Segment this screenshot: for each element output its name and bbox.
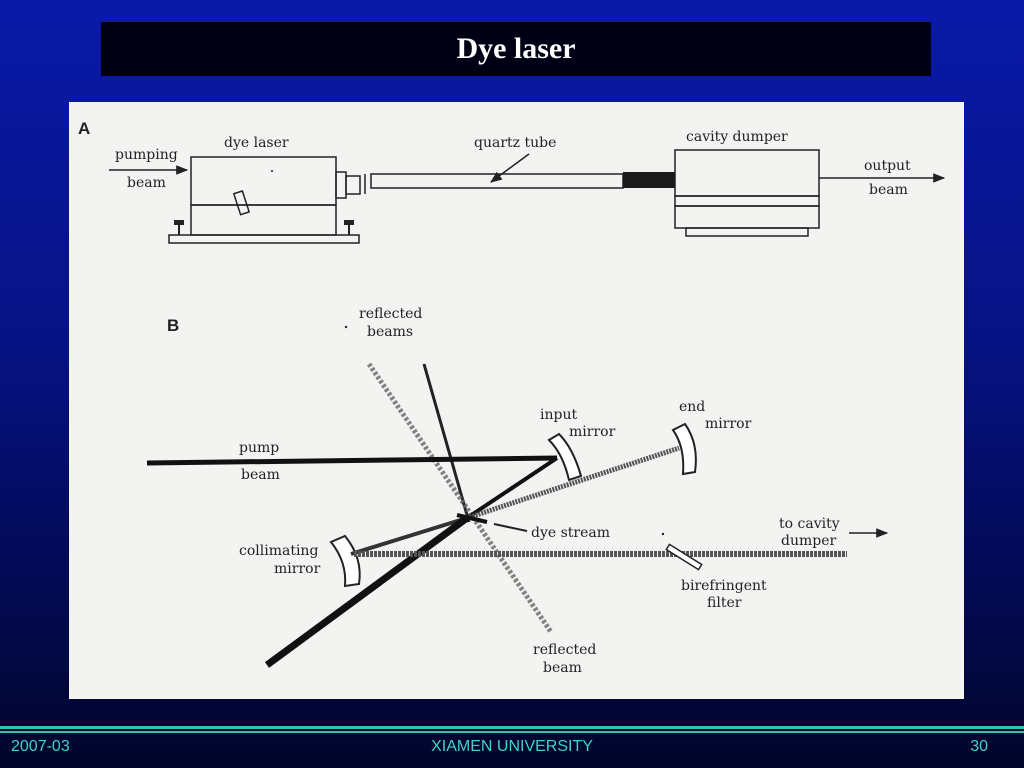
collimating-mirror-label-2: mirror <box>274 561 321 577</box>
input-mirror-label-2: mirror <box>569 424 616 440</box>
end-mirror <box>671 422 697 476</box>
pump-beam-label: beam <box>241 467 280 483</box>
birefringent-filter <box>665 543 703 571</box>
reflected-beam-label-1: reflected <box>533 642 596 658</box>
footer-divider-thin <box>0 731 1024 733</box>
collimating-mirror-label-1: collimating <box>239 543 318 559</box>
input-mirror <box>547 432 583 482</box>
pumping-label: pumping <box>115 147 178 163</box>
dye-laser-box <box>168 156 360 244</box>
quartz-tube-label: quartz tube <box>474 135 556 151</box>
quartz-tube-pointer <box>490 153 530 183</box>
output-label: output <box>864 158 911 174</box>
to-cavity-label-1: to cavity <box>779 516 840 532</box>
collimating-mirror <box>329 534 361 588</box>
end-mirror-label-2: mirror <box>705 416 752 432</box>
footer-date: 2007-03 <box>11 738 70 755</box>
dye-laser-label: dye laser <box>224 135 289 151</box>
end-mirror-beam <box>466 445 680 521</box>
pumping-beam-label: beam <box>127 175 166 191</box>
dye-laser-diagram: A pumping beam dye laser quartz tube <box>78 119 946 676</box>
quartz-tube <box>335 171 675 199</box>
reflected-beams-label-1: reflected <box>359 306 422 322</box>
reflected-beam-diffuse <box>366 362 554 634</box>
dye-stream-label: dye stream <box>531 525 610 541</box>
title-bar: Dye laser <box>101 22 931 76</box>
input-mirror-label-1: input <box>540 407 577 423</box>
cavity-dumper-label: cavity dumper <box>686 129 788 145</box>
panel-b-letter: B <box>167 316 179 335</box>
pump-label: pump <box>239 440 279 456</box>
output-beam-label: beam <box>869 182 908 198</box>
birefringent-label-1: birefringent <box>681 578 767 594</box>
reflected-beams-label-2: beams <box>367 324 413 340</box>
cavity-dumper-box <box>674 149 820 237</box>
slide-title: Dye laser <box>456 32 576 65</box>
reflected-beam-upper <box>422 363 471 523</box>
collimating-beam <box>350 516 468 556</box>
transmitted-pump-beam <box>264 515 470 668</box>
dye-stream-pointer <box>493 523 528 532</box>
focused-pump-beam <box>465 456 559 520</box>
reflected-beam-label-2: beam <box>543 660 582 676</box>
footer-divider <box>0 726 1024 729</box>
footer-institution: XIAMEN UNIVERSITY <box>431 738 593 755</box>
footer-page-number: 30 <box>970 738 988 755</box>
dye-stream-jet <box>456 513 488 524</box>
dye-laser-figure: A pumping beam dye laser quartz tube <box>69 102 964 699</box>
pump-beam <box>146 455 558 466</box>
to-cavity-label-2: dumper <box>781 533 837 549</box>
end-mirror-label-1: end <box>679 399 705 415</box>
panel-a-letter: A <box>78 119 90 138</box>
birefringent-label-2: filter <box>707 595 742 611</box>
